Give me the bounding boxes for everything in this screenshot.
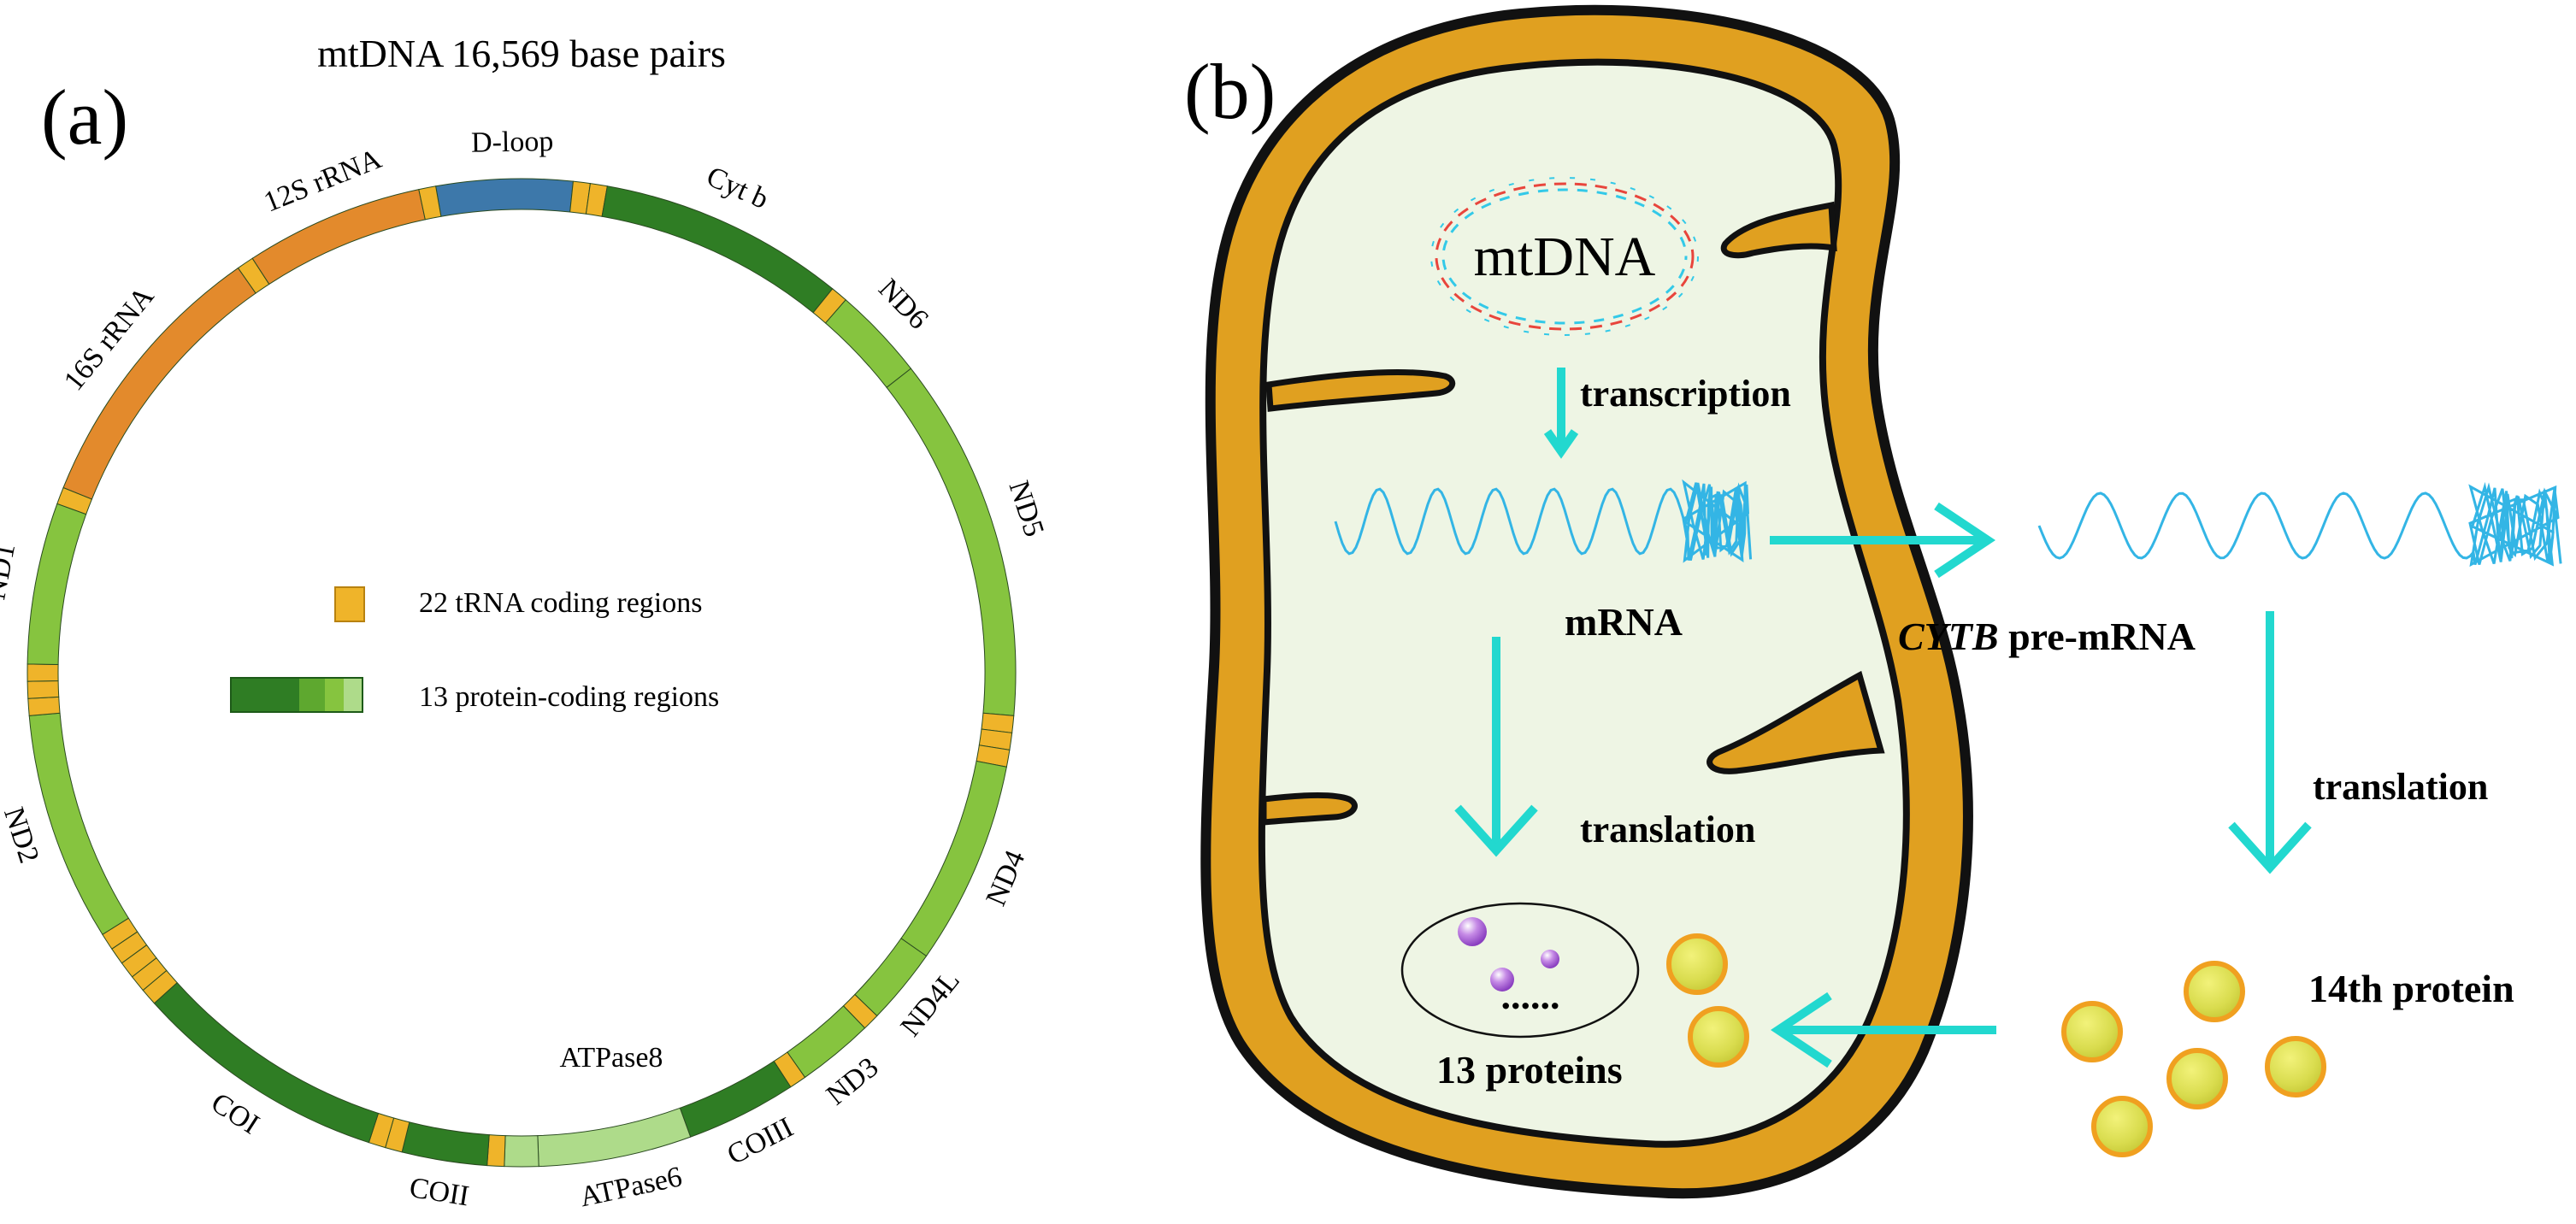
nd2-segment [28, 712, 130, 935]
gene-label-coiii: COIII [722, 1111, 799, 1171]
cytb-segment [601, 185, 834, 314]
legend-trna-label: 22 tRNA coding regions [419, 587, 702, 619]
transcription-arrow-head [1543, 429, 1579, 459]
legend-protein-swatch [230, 677, 363, 713]
transcription-label: transcription [1580, 373, 1791, 415]
trna-segment [418, 185, 442, 221]
protein-sphere [1541, 950, 1559, 968]
crista-left-lower [1260, 791, 1358, 826]
trna-segment [27, 696, 61, 716]
atpase6-segment [537, 1107, 692, 1168]
gene-label-nd6: ND6 [872, 273, 934, 335]
export-arrow-head [1934, 502, 1996, 579]
coi-segment [153, 981, 380, 1144]
dloop-segment [435, 178, 574, 217]
gene-label-coi: COI [205, 1087, 264, 1141]
protein14-sphere [2265, 1036, 2326, 1097]
mtdna-title: mtDNA 16,569 base pairs [317, 32, 726, 75]
gene-label-nd2: ND2 [0, 803, 45, 867]
atpase8-segment [504, 1135, 539, 1168]
gene-label-nd5: ND5 [1003, 477, 1051, 540]
protein-sphere [1490, 968, 1514, 992]
mrna-label: mRNA [1565, 600, 1683, 644]
proteins-ellipsis: ...... [1501, 974, 1560, 1017]
panel-b-label: (b) [1184, 48, 1276, 135]
nd1-segment [27, 503, 87, 666]
crista-right-lower [1707, 670, 1885, 774]
trna-segment [27, 663, 59, 682]
gene-label-nd1: ND1 [0, 541, 21, 603]
mtdna-label: mtDNA [1474, 226, 1656, 288]
trna-segment [27, 680, 60, 699]
gene-label-atpase8: ATPase8 [560, 1042, 663, 1074]
gene-label-coii: COII [407, 1172, 471, 1212]
proteins13-label: 13 proteins [1436, 1048, 1623, 1092]
protein14-sphere [2166, 1048, 2228, 1109]
imported-proteins [1666, 933, 1749, 1068]
mrna-strand [1334, 479, 1753, 563]
gene-label-atpase6: ATPase6 [577, 1161, 685, 1213]
gene-label-dloop: D-loop [471, 126, 554, 159]
panel-a-label: (a) [41, 74, 128, 161]
crista-upper-right [1720, 201, 1837, 259]
cytb-premrna-label: CYTB pre-mRNA [1898, 615, 2196, 658]
gene-label-cytb: Cyt b [702, 161, 773, 215]
import-arrow-head [1770, 992, 1832, 1068]
mtdna-ring [27, 178, 1017, 1168]
coii-segment [401, 1121, 490, 1167]
protein14-cluster [2061, 961, 2326, 1157]
cytb-premrna-strand [2037, 481, 2562, 568]
nd5-segment [886, 368, 1017, 716]
outer-translation-label: translation [2313, 766, 2488, 808]
mtdna-plasmid [1430, 177, 1699, 336]
imported-protein-sphere [1688, 1006, 1749, 1068]
gene-label-nd3: ND3 [821, 1051, 885, 1111]
inner-translation-label: translation [1580, 809, 1755, 850]
legend-trna-swatch [334, 586, 365, 622]
imported-protein-sphere [1666, 933, 1728, 995]
crista-left-upper [1265, 368, 1456, 412]
protein14-sphere [2184, 961, 2245, 1022]
protein14-sphere [2091, 1096, 2153, 1157]
premrna-text: pre-mRNA [1999, 615, 2196, 658]
protein14-sphere [2061, 1001, 2123, 1062]
cytb-gene-name: CYTB [1898, 615, 1999, 658]
protein-sphere [1458, 917, 1487, 946]
legend-protein-label: 13 protein-coding regions [419, 681, 719, 713]
trna-segment [486, 1134, 506, 1168]
protein14-label: 14th protein [2308, 967, 2514, 1010]
mitochondrion-matrix [1258, 58, 1910, 1148]
nd4-segment [900, 760, 1007, 957]
panel-b: (b) mtDNA transcription mRNA translation [1184, 4, 2562, 1199]
outer-translation-arrow-head [2228, 821, 2312, 874]
inner-translation-arrow-head [1454, 804, 1538, 857]
proteins13-ellipse [1400, 902, 1640, 1039]
gene-label-nd4: ND4 [980, 846, 1031, 910]
